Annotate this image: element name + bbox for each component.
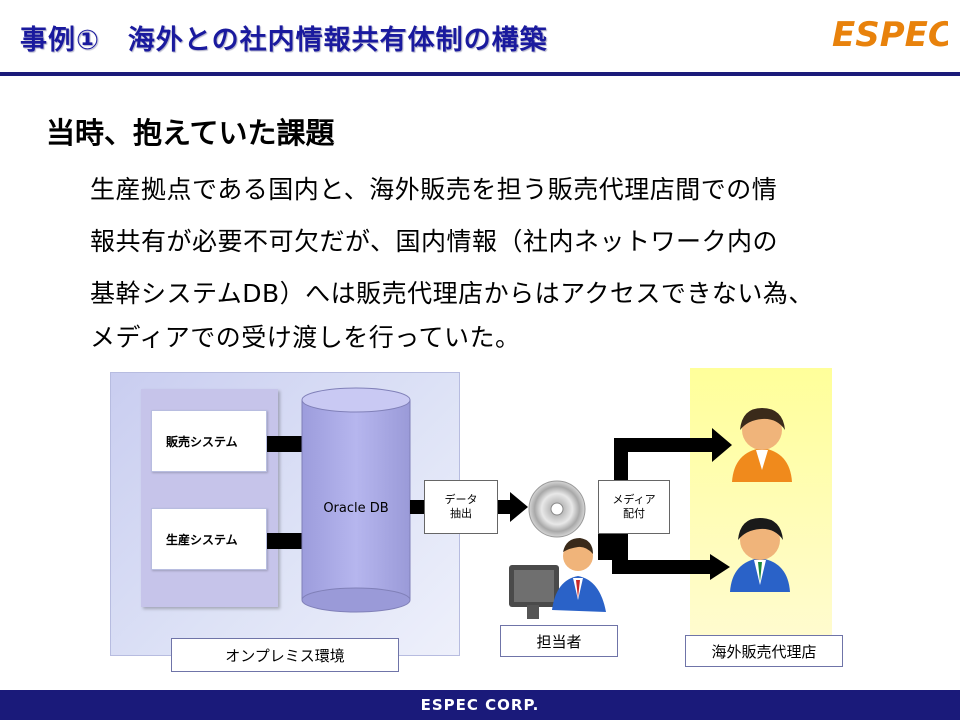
media-distribution-label-2: 配付 [623, 507, 645, 520]
database-cylinder [301, 387, 411, 613]
database-label: Oracle DB [323, 501, 388, 516]
title-divider [0, 72, 960, 76]
overseas-agency-label: 海外販売代理店 [685, 635, 843, 667]
sales-db-connector [267, 436, 303, 452]
extract-to-media-arrow [498, 492, 528, 522]
footer-company: ESPEC CORP. [420, 696, 540, 714]
body-text-line: メディアでの受け渡しを行っていた。 [90, 323, 521, 352]
operator-person-icon [509, 538, 606, 619]
production-system-box: 生産システム [151, 508, 267, 570]
body-text-line: 報共有が必要不可欠だが、国内情報（社内ネットワーク内の [90, 227, 779, 256]
espec-logo: ESPEC [832, 15, 948, 55]
body-text-line: 基幹システムDB）へは販売代理店からはアクセスできない為、 [90, 279, 814, 308]
operator-label: 担当者 [500, 625, 618, 657]
media-distribution-box: メディア 配付 [598, 480, 670, 534]
slide-title: 事例① 海外との社内情報共有体制の構築 [20, 25, 548, 56]
body-text-line: 生産拠点である国内と、海外販売を担う販売代理店間での情 [90, 175, 778, 204]
section-heading: 当時、抱えていた課題 [46, 116, 335, 150]
production-db-connector [267, 533, 303, 549]
footer-bar [0, 690, 960, 720]
data-extraction-box: データ 抽出 [424, 480, 498, 534]
cd-disc-icon [528, 480, 586, 538]
logo-text: ESPEC [832, 15, 948, 55]
agency-person-icon [732, 408, 792, 482]
media-distribution-label-1: メディア [612, 493, 656, 506]
data-extraction-label-2: 抽出 [450, 507, 472, 520]
data-extraction-label-1: データ [444, 493, 478, 506]
agency-person-icon [730, 518, 790, 592]
onprem-label: オンプレミス環境 [171, 638, 399, 672]
db-extract-connector [410, 500, 424, 514]
sales-system-box: 販売システム [151, 410, 267, 472]
